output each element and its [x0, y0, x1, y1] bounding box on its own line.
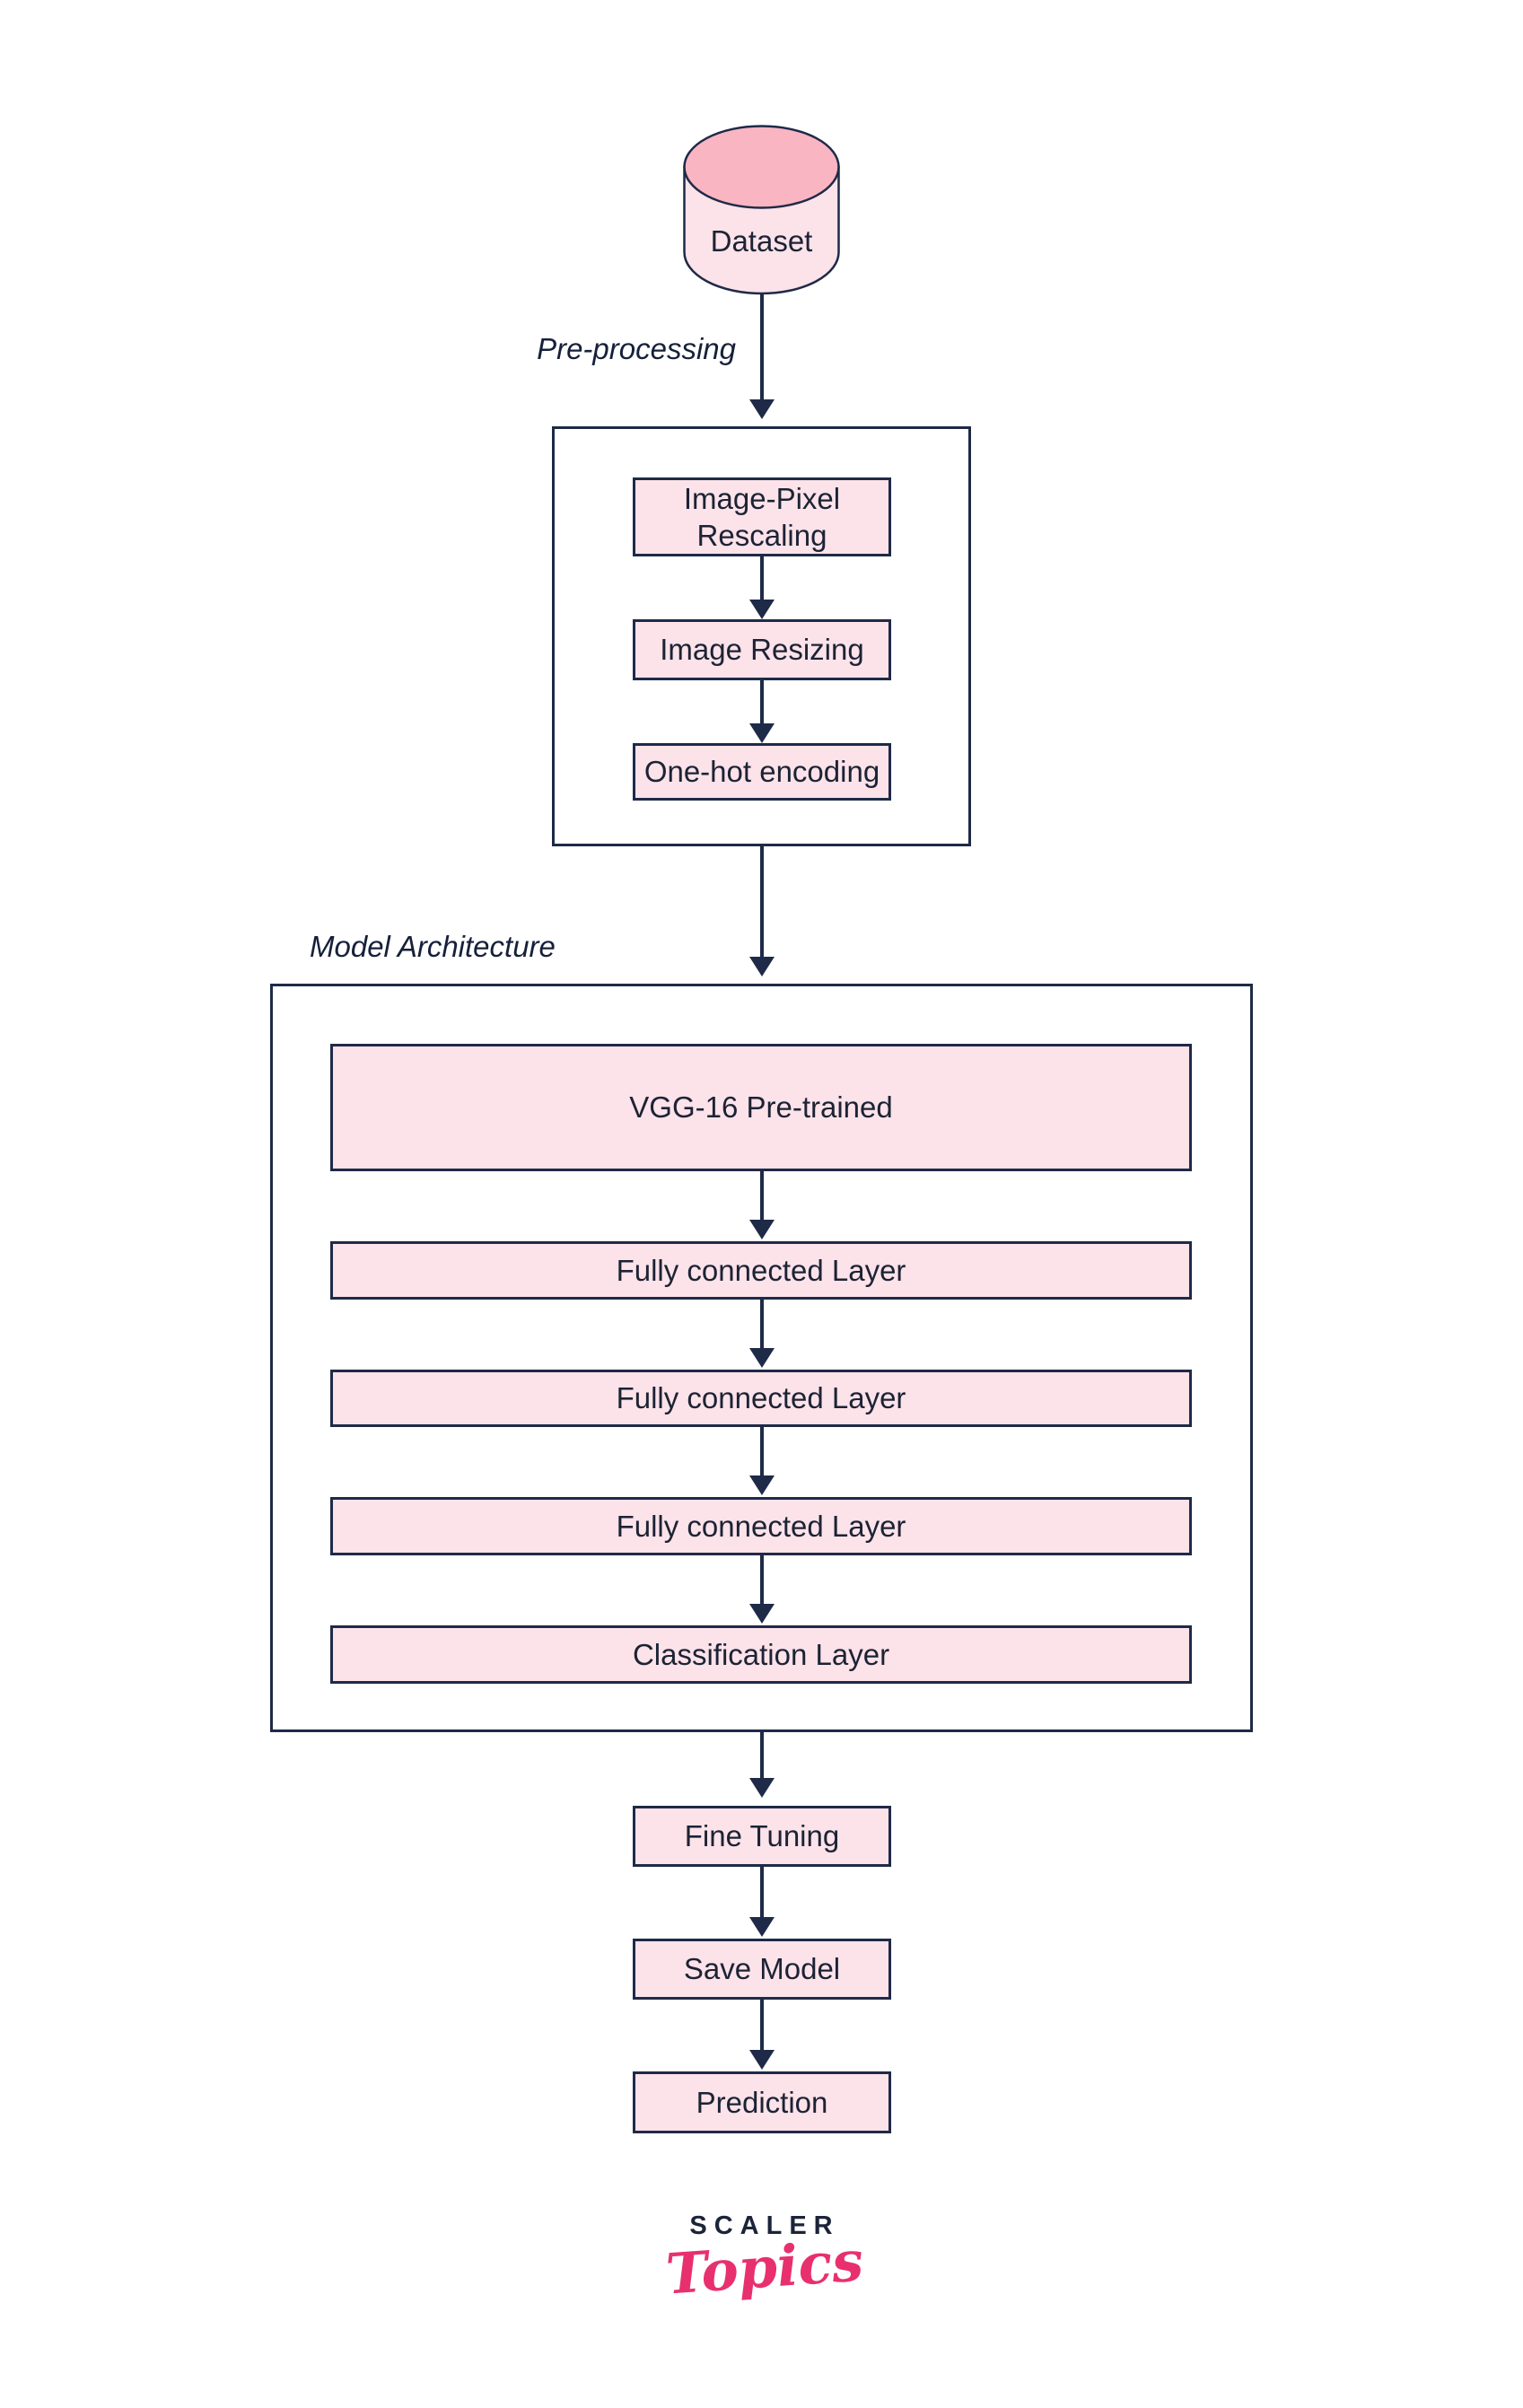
layer-vgg16-pretrained: VGG-16 Pre-trained: [330, 1044, 1192, 1171]
arrow-head-icon: [749, 1348, 775, 1368]
logo-scaler-text: SCALER: [689, 2211, 840, 2240]
arrow-vgg-to-fc1: [749, 1171, 775, 1239]
edge-label-preprocessing: Pre-processing: [537, 332, 736, 365]
arrow-line: [760, 2000, 764, 2052]
model-architecture-container: VGG-16 Pre-trained Fully connected Layer…: [270, 984, 1253, 1732]
database-cylinder-icon: [683, 125, 840, 295]
step-one-hot-encoding: One-hot encoding: [633, 743, 891, 801]
arrow-head-icon: [749, 1220, 775, 1239]
arrow-head-icon: [749, 1604, 775, 1624]
layer-fully-connected-2: Fully connected Layer: [330, 1370, 1192, 1427]
arrow-line: [760, 1867, 764, 1919]
layer-fully-connected-1: Fully connected Layer: [330, 1241, 1192, 1300]
arrow-line: [760, 556, 764, 601]
arrow-line: [760, 1555, 764, 1606]
arrow-head-icon: [749, 1917, 775, 1937]
dataset-label: Dataset: [710, 224, 813, 258]
arrow-head-icon: [749, 2050, 775, 2070]
preprocessing-container: Image-Pixel Rescaling Image Resizing One…: [552, 426, 971, 846]
arrow-head-icon: [749, 600, 775, 619]
arrow-rescaling-to-resizing: [749, 556, 775, 619]
arrow-save-model-to-prediction: [749, 2000, 775, 2070]
arrow-head-icon: [749, 1778, 775, 1798]
step-fine-tuning: Fine Tuning: [633, 1806, 891, 1867]
edge-label-model-architecture: Model Architecture: [310, 930, 556, 963]
arrow-fc1-to-fc2: [749, 1300, 775, 1368]
arrow-line: [760, 680, 764, 725]
arrow-dataset-to-preprocessing: [749, 293, 775, 419]
arrow-line: [760, 846, 764, 959]
arrow-head-icon: [749, 723, 775, 743]
arrow-head-icon: [749, 1475, 775, 1495]
arrow-fine-tuning-to-save-model: [749, 1867, 775, 1937]
arrow-model-to-fine-tuning: [749, 1732, 775, 1798]
arrow-fc3-to-classification: [749, 1555, 775, 1624]
step-prediction: Prediction: [633, 2071, 891, 2133]
layer-fully-connected-3: Fully connected Layer: [330, 1497, 1192, 1555]
arrow-line: [760, 1171, 764, 1222]
arrow-line: [760, 1300, 764, 1350]
arrow-resizing-to-onehot: [749, 680, 775, 743]
step-save-model: Save Model: [633, 1939, 891, 2000]
layer-classification: Classification Layer: [330, 1625, 1192, 1684]
arrow-fc2-to-fc3: [749, 1427, 775, 1495]
arrow-line: [760, 1732, 764, 1780]
arrow-preprocessing-to-model: [749, 846, 775, 976]
step-image-pixel-rescaling: Image-Pixel Rescaling: [633, 477, 891, 556]
arrow-line: [760, 1427, 764, 1477]
arrow-head-icon: [749, 957, 775, 976]
arrow-line: [760, 293, 764, 401]
arrow-head-icon: [749, 399, 775, 419]
step-image-resizing: Image Resizing: [633, 619, 891, 680]
